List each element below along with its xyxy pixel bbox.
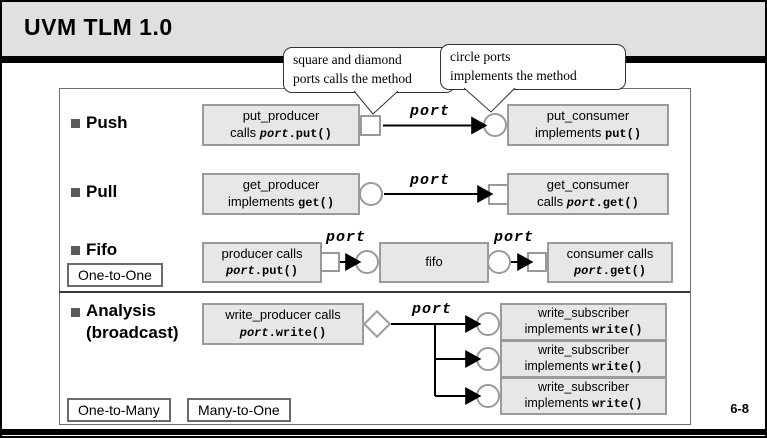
analysis-circle-export-icon xyxy=(476,384,500,408)
fifo-right-square-port-icon xyxy=(527,252,547,272)
bullet-square-icon xyxy=(71,188,80,197)
push-producer-prefix: calls xyxy=(230,124,260,140)
push-consumer-action: implements put() xyxy=(535,125,641,142)
subscriber-name: write_subscriber xyxy=(537,343,629,358)
fifo-left-circle-export-icon xyxy=(355,250,379,274)
pull-consumer-box: get_consumer calls port.get() xyxy=(507,173,669,215)
pull-port-label: port xyxy=(410,172,451,189)
pull-consumer-port-code: port xyxy=(566,195,596,210)
push-producer-action: calls port.put() xyxy=(230,125,332,142)
bottom-rule xyxy=(2,429,765,435)
fifo-consumer-name: consumer calls xyxy=(566,245,654,261)
fifo-producer-action: port.put() xyxy=(226,262,298,279)
subscriber-prefix: implements xyxy=(524,358,592,373)
push-consumer-box: put_consumer implements put() xyxy=(507,104,669,146)
subscriber-method-code: write() xyxy=(591,396,643,411)
subscriber-name: write_subscriber xyxy=(537,380,629,395)
pull-producer-prefix: implements xyxy=(227,193,299,209)
push-producer-name: put_producer xyxy=(242,108,320,124)
pull-consumer-name: get_consumer xyxy=(546,177,630,193)
fifo-right-port-label: port xyxy=(494,229,535,246)
subscriber-prefix: implements xyxy=(524,321,592,336)
section-divider xyxy=(59,291,690,293)
fifo-consumer-method-code: .get() xyxy=(602,264,647,279)
circle-callout: circle ports implements the method xyxy=(440,44,626,90)
analysis-producer-name: write_producer calls xyxy=(225,307,341,323)
fifo-consumer-action: port.get() xyxy=(574,262,646,279)
subscriber-method-code: write() xyxy=(591,359,643,374)
push-circle-export-icon xyxy=(483,113,507,137)
analysis-producer-port-code: port xyxy=(239,325,269,340)
pull-consumer-prefix: calls xyxy=(537,193,567,209)
analysis-producer-box: write_producer calls port.write() xyxy=(202,303,364,345)
fifo-consumer-port-code: port xyxy=(573,264,603,279)
analysis-producer-method-code: .write() xyxy=(268,325,327,340)
analysis-heading-line2: (broadcast) xyxy=(86,323,179,342)
callout-line2: implements the method xyxy=(450,67,577,83)
push-producer-box: put_producer calls port.put() xyxy=(202,104,360,146)
subscriber-action: implements write() xyxy=(525,359,643,375)
push-producer-method-code: .put() xyxy=(288,126,332,141)
bullet-square-icon xyxy=(71,119,80,128)
push-consumer-method-code: put() xyxy=(605,126,642,141)
callout-line2: ports calls the method xyxy=(293,70,412,86)
analysis-port-label: port xyxy=(412,301,453,318)
slide-title: UVM TLM 1.0 xyxy=(24,14,173,40)
analysis-circle-export-icon xyxy=(476,347,500,371)
analysis-heading: Analysis (broadcast) xyxy=(86,300,179,344)
analysis-subscriber-box: write_subscriber implements write() xyxy=(500,303,667,341)
fifo-producer-box: producer calls port.put() xyxy=(202,242,322,283)
subscriber-prefix: implements xyxy=(524,395,592,410)
push-consumer-prefix: implements xyxy=(534,124,606,140)
analysis-heading-line1: Analysis xyxy=(86,301,156,320)
one-to-many-badge: One-to-Many xyxy=(67,398,171,422)
fifo-heading: Fifo xyxy=(86,240,118,259)
pull-producer-name: get_producer xyxy=(242,177,320,193)
pull-consumer-action: calls port.get() xyxy=(537,194,639,211)
fifo-box-label: fifo xyxy=(425,254,443,270)
push-consumer-name: put_consumer xyxy=(546,108,630,124)
push-producer-port-code: port xyxy=(259,126,289,141)
one-to-one-badge: One-to-One xyxy=(67,263,163,287)
analysis-producer-action: port.write() xyxy=(240,324,326,341)
subscriber-action: implements write() xyxy=(525,322,643,338)
push-heading: Push xyxy=(86,113,128,132)
subscriber-action: implements write() xyxy=(525,396,643,412)
pull-producer-method-code: get() xyxy=(298,195,335,210)
analysis-subscriber-box: write_subscriber implements write() xyxy=(500,340,667,378)
push-square-port-icon xyxy=(360,115,381,136)
subscriber-method-code: write() xyxy=(591,322,643,337)
callout-line1: circle ports xyxy=(450,49,511,64)
analysis-circle-export-icon xyxy=(476,312,500,336)
pull-producer-box: get_producer implements get() xyxy=(202,173,360,215)
fifo-producer-name: producer calls xyxy=(221,245,303,261)
fifo-box: fifo xyxy=(379,242,489,283)
pull-circle-export-icon xyxy=(359,182,383,206)
fifo-right-circle-export-icon xyxy=(487,250,511,274)
callout-line1: square and diamond xyxy=(293,52,402,67)
pull-heading: Pull xyxy=(86,182,118,201)
page-number: 6-8 xyxy=(730,401,749,416)
many-to-one-badge: Many-to-One xyxy=(187,398,291,422)
square-diamond-callout: square and diamond ports calls the metho… xyxy=(283,47,455,93)
bullet-square-icon xyxy=(71,308,80,317)
analysis-subscriber-box: write_subscriber implements write() xyxy=(500,377,667,415)
fifo-producer-method-code: .put() xyxy=(254,264,299,279)
pull-consumer-method-code: .get() xyxy=(595,195,639,210)
pull-square-port-icon xyxy=(488,184,509,205)
fifo-consumer-box: consumer calls port.get() xyxy=(547,242,673,283)
fifo-left-square-port-icon xyxy=(320,252,340,272)
fifo-left-port-label: port xyxy=(326,229,367,246)
bullet-square-icon xyxy=(71,246,80,255)
fifo-producer-port-code: port xyxy=(225,264,255,279)
subscriber-name: write_subscriber xyxy=(537,306,629,321)
pull-producer-action: implements get() xyxy=(228,194,334,211)
push-port-label: port xyxy=(410,103,451,120)
